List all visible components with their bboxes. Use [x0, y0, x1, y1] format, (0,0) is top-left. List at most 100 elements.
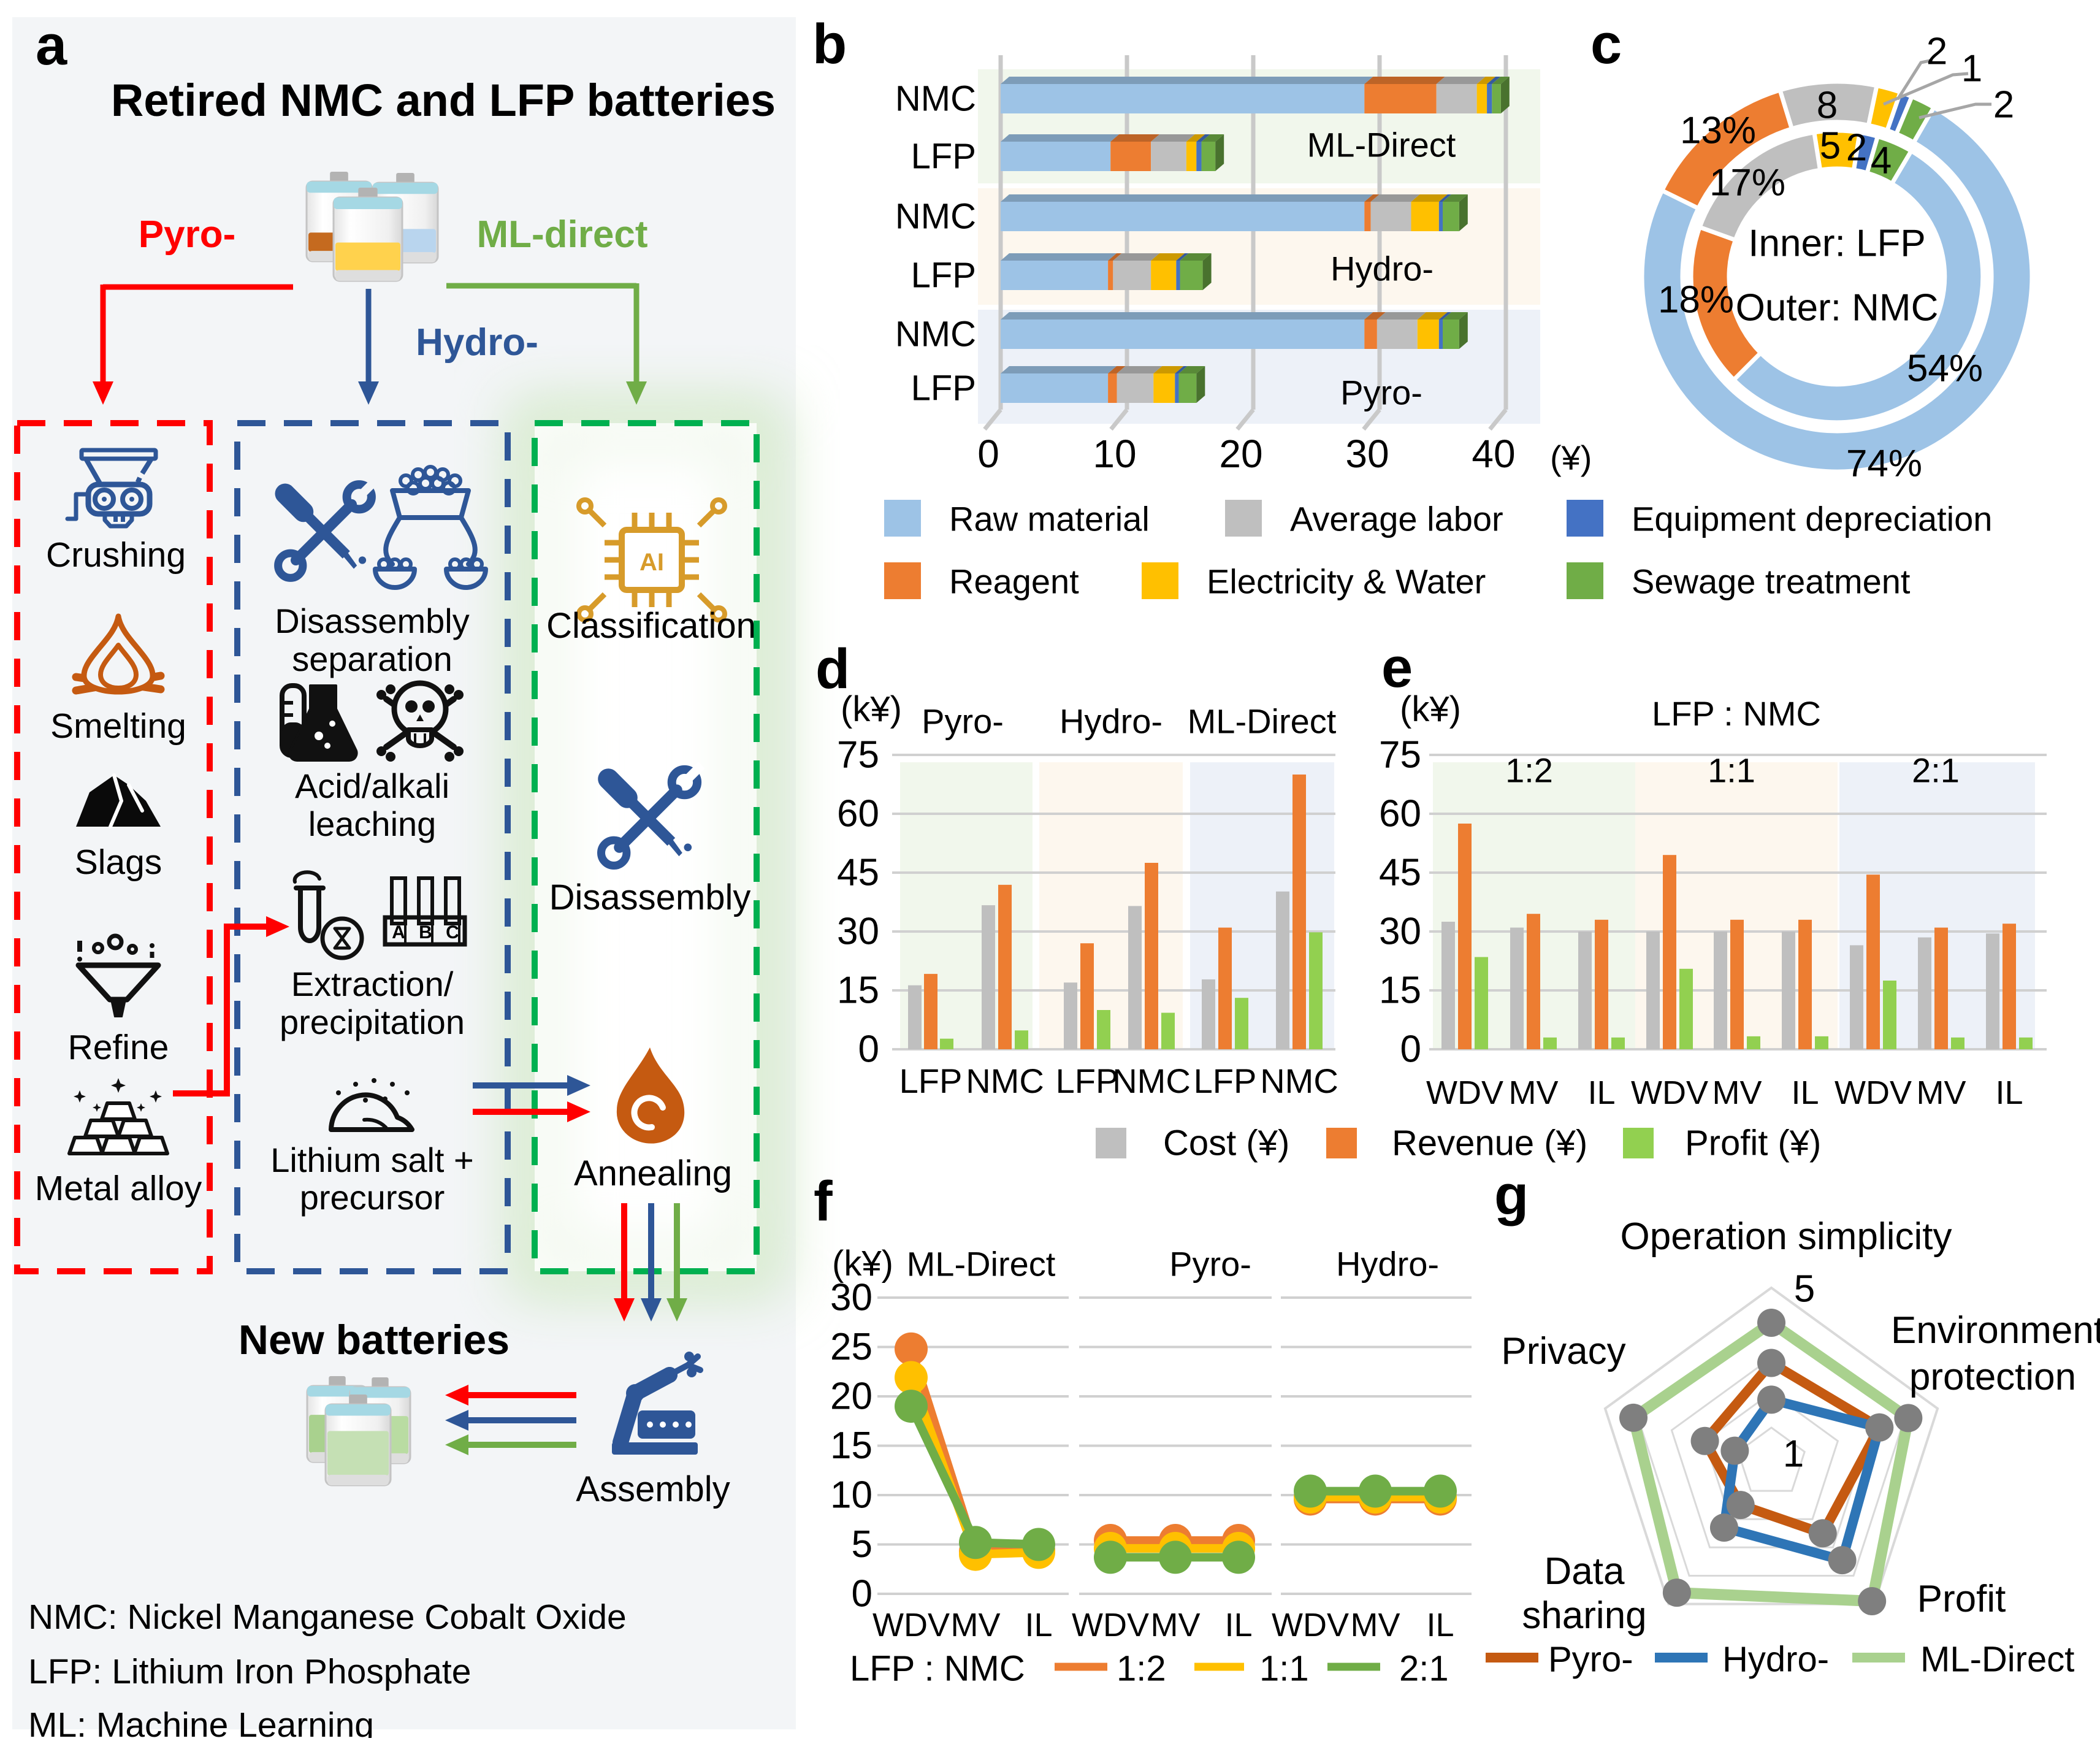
svg-text:Hydro-: Hydro- — [1060, 702, 1163, 741]
svg-text:45: 45 — [1379, 852, 1421, 894]
svg-text:Assembly: Assembly — [576, 1469, 730, 1509]
svg-text:15: 15 — [830, 1425, 872, 1467]
svg-text:15: 15 — [837, 970, 879, 1012]
svg-text:MV: MV — [951, 1607, 1001, 1643]
svg-text:precipitation: precipitation — [280, 1003, 465, 1041]
svg-text:0: 0 — [852, 1573, 872, 1615]
svg-text:Refine: Refine — [68, 1028, 169, 1067]
svg-text:Disassembly: Disassembly — [549, 878, 751, 917]
svg-text:c: c — [1590, 13, 1622, 75]
svg-text:IL: IL — [1025, 1607, 1052, 1643]
svg-text:MV: MV — [1351, 1607, 1400, 1643]
svg-text:(k¥): (k¥) — [841, 689, 902, 729]
svg-text:30: 30 — [1345, 432, 1389, 476]
svg-text:ML-Direct: ML-Direct — [1920, 1640, 2074, 1680]
svg-text:17%: 17% — [1709, 162, 1785, 204]
svg-text:Operation simplicity: Operation simplicity — [1621, 1215, 1952, 1258]
svg-text:IL: IL — [1224, 1607, 1252, 1643]
svg-text:LFP: LFP — [1194, 1062, 1257, 1100]
svg-text:e: e — [1381, 637, 1413, 699]
svg-text:New batteries: New batteries — [239, 1317, 510, 1363]
svg-text:Equipment depreciation: Equipment depreciation — [1632, 500, 1992, 538]
svg-text:Hydro-: Hydro- — [1331, 250, 1434, 288]
svg-text:WDV: WDV — [1631, 1074, 1708, 1111]
svg-text:0: 0 — [1400, 1028, 1421, 1071]
svg-text:MV: MV — [1151, 1607, 1201, 1643]
svg-text:A: A — [392, 922, 405, 943]
svg-text:B: B — [419, 922, 432, 943]
svg-text:54%: 54% — [1907, 348, 1983, 390]
svg-text:ML-Direct: ML-Direct — [1188, 702, 1337, 741]
svg-text:1: 1 — [1961, 48, 1982, 90]
svg-text:Metal alloy: Metal alloy — [35, 1169, 202, 1208]
svg-text:IL: IL — [1587, 1074, 1615, 1111]
svg-text:Disassembly: Disassembly — [275, 602, 469, 640]
svg-text:Environment: Environment — [1891, 1309, 2100, 1352]
svg-text:NMC: NMC — [895, 79, 976, 119]
svg-text:Classification: Classification — [546, 606, 756, 646]
svg-text:ML: Machine Learning: ML: Machine Learning — [28, 1705, 374, 1738]
svg-text:NMC: NMC — [966, 1062, 1044, 1100]
svg-text:18%: 18% — [1658, 279, 1734, 321]
svg-text:Privacy: Privacy — [1501, 1330, 1625, 1372]
svg-text:LFP : NMC: LFP : NMC — [850, 1649, 1025, 1689]
svg-text:LFP : NMC: LFP : NMC — [1652, 694, 1821, 733]
svg-text:25: 25 — [830, 1326, 872, 1368]
svg-text:60: 60 — [1379, 793, 1421, 835]
svg-text:Data: Data — [1544, 1550, 1625, 1593]
svg-text:d: d — [815, 638, 850, 700]
svg-text:Reagent: Reagent — [949, 562, 1079, 601]
svg-text:Crushing: Crushing — [46, 535, 186, 575]
svg-text:4: 4 — [1871, 140, 1892, 182]
svg-text:IL: IL — [1426, 1607, 1454, 1643]
svg-text:sharing: sharing — [1522, 1594, 1646, 1637]
svg-text:LFP: LFP — [911, 369, 976, 408]
svg-text:1:2: 1:2 — [1117, 1649, 1166, 1689]
svg-text:f: f — [814, 1170, 833, 1233]
svg-text:Profit: Profit — [1917, 1578, 2006, 1620]
svg-text:MV: MV — [1917, 1074, 1966, 1111]
svg-text:Profit (¥): Profit (¥) — [1685, 1123, 1821, 1163]
svg-text:C: C — [446, 922, 459, 943]
svg-text:Sewage treatment: Sewage treatment — [1632, 562, 1911, 601]
svg-text:Lithium salt +: Lithium salt + — [270, 1141, 474, 1179]
svg-text:Inner: LFP: Inner: LFP — [1748, 223, 1925, 265]
svg-text:Smelting: Smelting — [50, 706, 186, 746]
svg-text:NMC: NMC — [1260, 1062, 1338, 1100]
svg-text:Hydro-: Hydro- — [1722, 1640, 1829, 1680]
svg-text:NMC: NMC — [1112, 1062, 1191, 1100]
svg-text:75: 75 — [1379, 734, 1421, 776]
svg-text:(¥): (¥) — [1550, 438, 1592, 477]
svg-text:Annealing: Annealing — [574, 1154, 732, 1193]
svg-text:Pyro-: Pyro- — [922, 702, 1004, 741]
svg-text:IL: IL — [1791, 1074, 1819, 1111]
svg-text:Slags: Slags — [75, 843, 162, 882]
svg-text:10: 10 — [1093, 432, 1136, 476]
svg-text:WDV: WDV — [1072, 1607, 1149, 1643]
svg-text:Hydro-: Hydro- — [1336, 1245, 1439, 1284]
svg-text:Pyro-: Pyro- — [1169, 1245, 1251, 1284]
svg-text:Extraction/: Extraction/ — [291, 965, 454, 1003]
svg-text:Raw material: Raw material — [949, 500, 1150, 538]
svg-text:0: 0 — [858, 1028, 879, 1071]
svg-text:b: b — [812, 13, 847, 75]
svg-text:NMC: Nickel Manganese Cobalt O: NMC: Nickel Manganese Cobalt Oxide — [28, 1598, 627, 1637]
svg-text:1:2: 1:2 — [1505, 751, 1553, 790]
svg-text:precursor: precursor — [300, 1178, 445, 1217]
svg-text:leaching: leaching — [308, 805, 437, 843]
svg-text:protection: protection — [1909, 1356, 2076, 1398]
svg-text:IL: IL — [1995, 1074, 2023, 1111]
svg-text:Pyro-: Pyro- — [1548, 1640, 1633, 1680]
svg-text:g: g — [1494, 1164, 1529, 1226]
svg-text:LFP: LFP — [899, 1062, 963, 1100]
svg-text:NMC: NMC — [895, 197, 976, 237]
svg-text:WDV: WDV — [1272, 1607, 1349, 1643]
svg-text:WDV: WDV — [872, 1607, 950, 1643]
svg-text:45: 45 — [837, 852, 879, 894]
svg-text:2: 2 — [1926, 31, 1947, 73]
svg-text:Average labor: Average labor — [1290, 500, 1503, 538]
svg-text:0: 0 — [977, 432, 999, 476]
svg-text:LFP: Lithium Iron Phosphate: LFP: Lithium Iron Phosphate — [28, 1652, 471, 1691]
svg-text:5: 5 — [1820, 125, 1841, 167]
svg-text:ML-Direct: ML-Direct — [907, 1245, 1056, 1284]
